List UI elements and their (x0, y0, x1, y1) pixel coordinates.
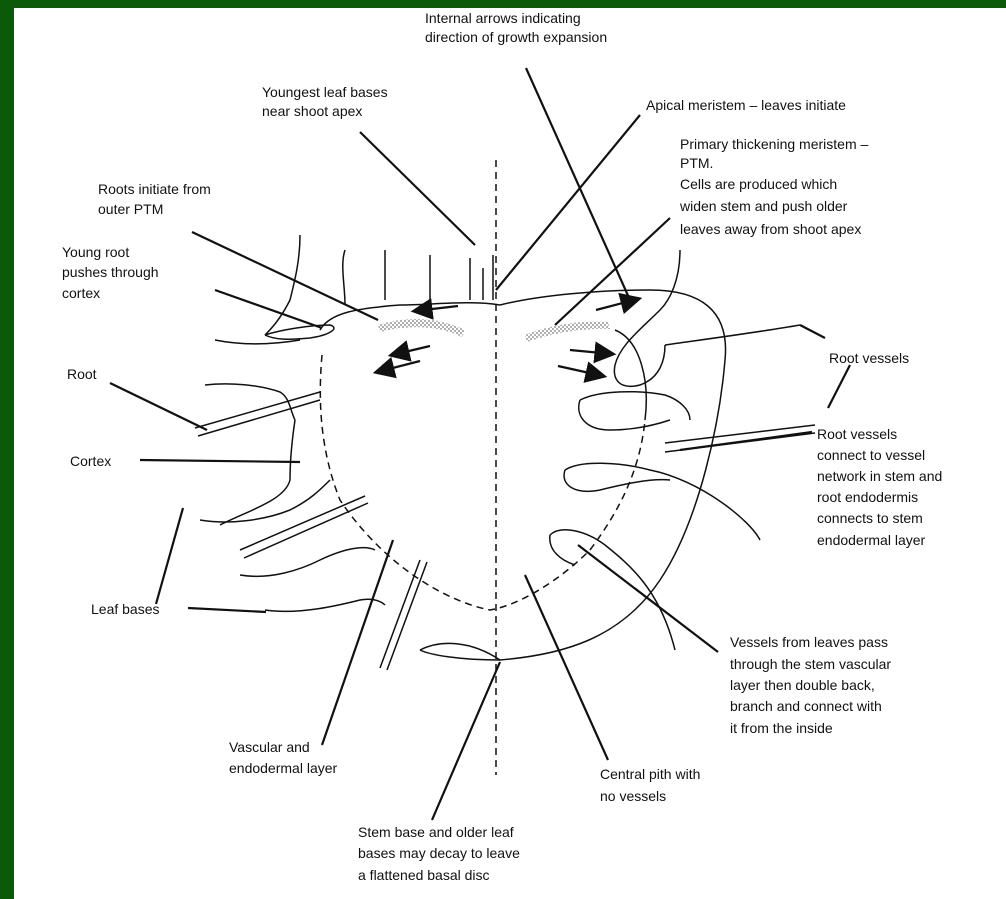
label-root-vessels-connect: Root vessels connect to vessel network i… (817, 426, 946, 548)
label-apical-meristem: Apical meristem – leaves initiate (646, 97, 846, 113)
label-root-vessels: Root vessels (829, 350, 909, 366)
label-root: Root (67, 366, 97, 382)
label-ptm: Primary thickening meristem – PTM. Cells… (679, 136, 872, 237)
label-youngest-leaf-bases: Youngest leaf bases near shoot apex (262, 84, 391, 119)
label-internal-arrows: Internal arrows indicating direction of … (425, 10, 607, 45)
young-leaf-bases (343, 250, 493, 305)
label-cortex: Cortex (70, 453, 111, 469)
roots (195, 392, 815, 670)
label-vessels-from-leaves: Vessels from leaves pass through the ste… (730, 634, 895, 736)
label-roots-initiate: Roots initiate from outer PTM (98, 181, 215, 217)
ptm-band-left (378, 319, 465, 337)
label-stem-base: Stem base and older leaf bases may decay… (358, 824, 524, 883)
ptm-band-right (525, 322, 610, 342)
vascular-outline (320, 330, 646, 610)
label-leaf-bases: Leaf bases (91, 601, 160, 617)
stem-diagram: Internal arrows indicating direction of … (14, 8, 1006, 899)
label-central-pith: Central pith with no vessels (600, 766, 704, 804)
label-young-root: Young root pushes through cortex (62, 244, 162, 301)
left-leaf-bases (200, 235, 500, 660)
growth-arrows (377, 299, 638, 376)
diagram-canvas: Internal arrows indicating direction of … (14, 8, 1006, 899)
